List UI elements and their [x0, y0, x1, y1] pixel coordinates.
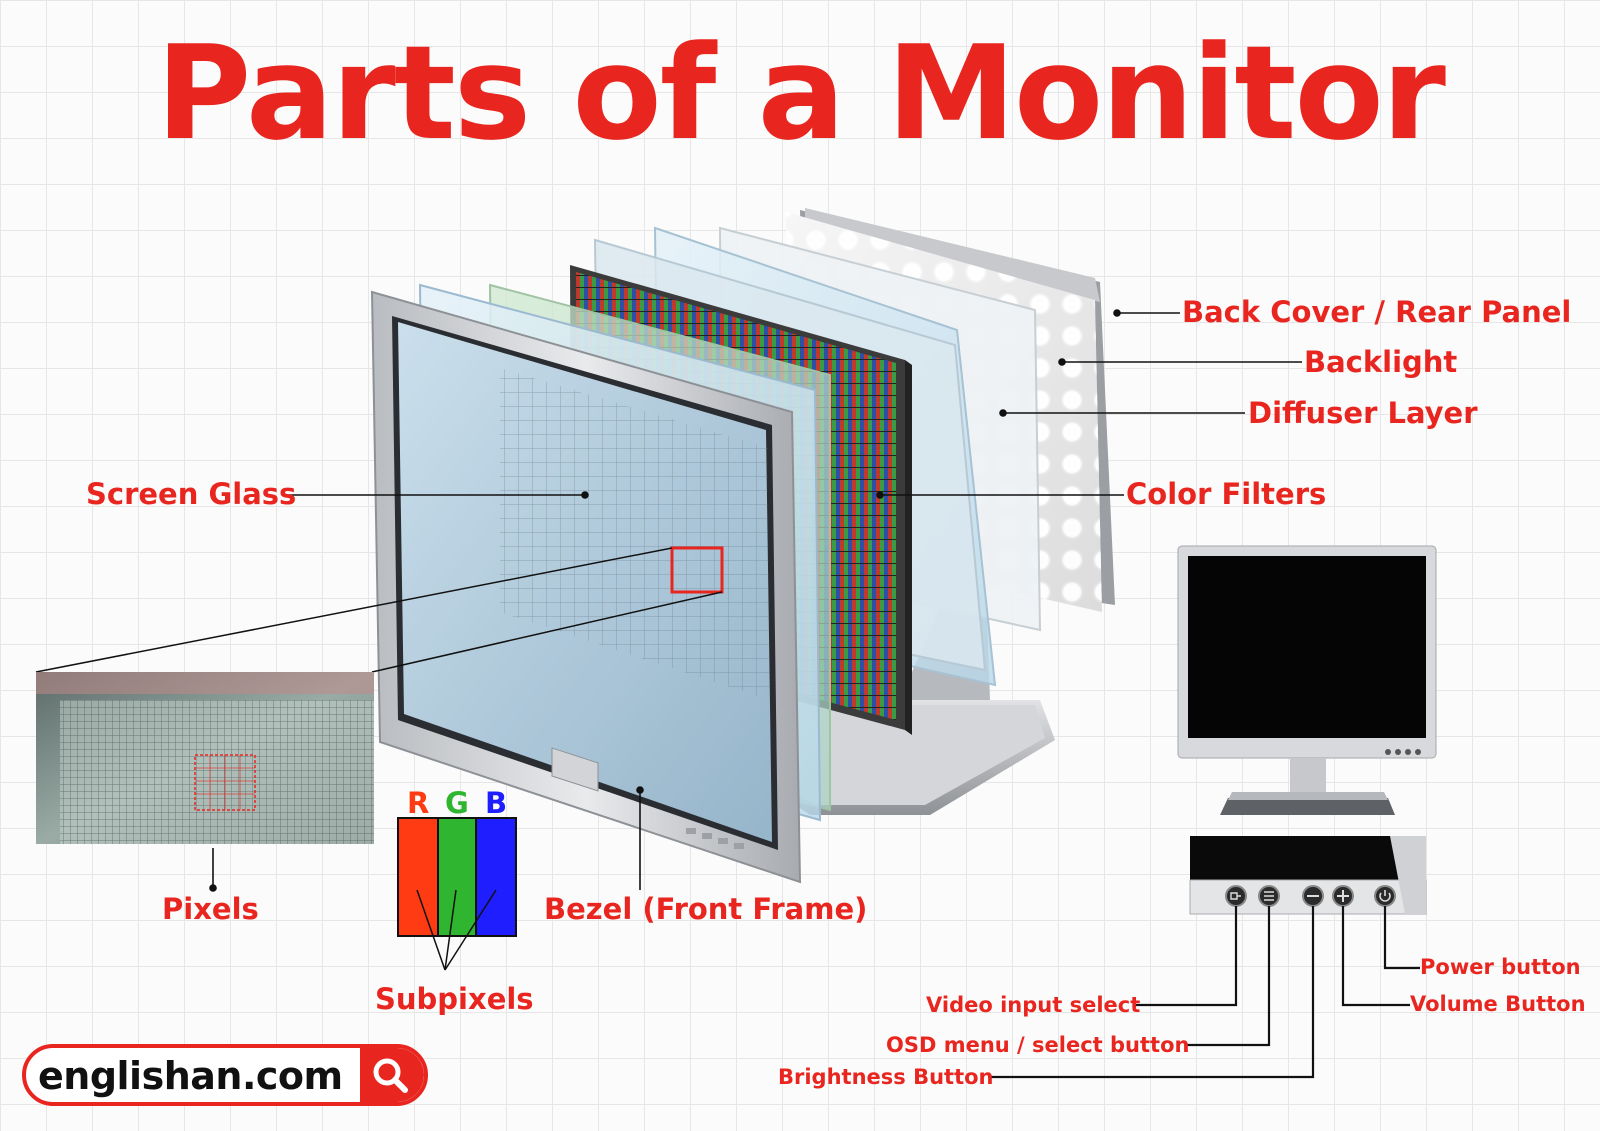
brightness-button — [1302, 885, 1324, 907]
label-backlight: Backlight — [1304, 345, 1458, 379]
osd-menu-button — [1258, 885, 1280, 907]
label-b: B — [485, 786, 508, 820]
page-title: Parts of a Monitor — [156, 17, 1446, 169]
label-back-cover: Back Cover / Rear Panel — [1182, 295, 1572, 329]
site-name: englishan.com — [38, 1054, 343, 1098]
label-power-button: Power button — [1420, 955, 1581, 979]
label-pixels: Pixels — [162, 892, 259, 926]
label-osd-menu: OSD menu / select button — [886, 1033, 1190, 1057]
video-input-select-button — [1225, 885, 1247, 907]
label-r: R — [407, 786, 430, 820]
site-brand-link[interactable]: englishan.com — [22, 1044, 428, 1106]
label-volume-button: Volume Button — [1410, 992, 1586, 1016]
label-screen-glass: Screen Glass — [86, 477, 297, 511]
monitor-front-view — [1177, 545, 1437, 815]
label-brightness-button: Brightness Button — [778, 1065, 994, 1089]
label-diffuser-layer: Diffuser Layer — [1248, 396, 1478, 430]
power-button — [1374, 885, 1396, 907]
pixel-zoom-marker — [670, 546, 724, 594]
subpixel-block — [397, 817, 517, 937]
label-g: G — [445, 786, 469, 820]
label-video-input-select: Video input select — [926, 993, 1141, 1017]
search-button[interactable] — [360, 1048, 424, 1102]
label-bezel: Bezel (Front Frame) — [544, 892, 868, 926]
label-color-filters: Color Filters — [1126, 477, 1327, 511]
front-bezel — [370, 290, 802, 884]
label-subpixels: Subpixels — [375, 982, 534, 1016]
pixels-zoom-inset — [36, 672, 374, 844]
search-icon — [373, 1058, 408, 1093]
volume-button — [1332, 885, 1354, 907]
